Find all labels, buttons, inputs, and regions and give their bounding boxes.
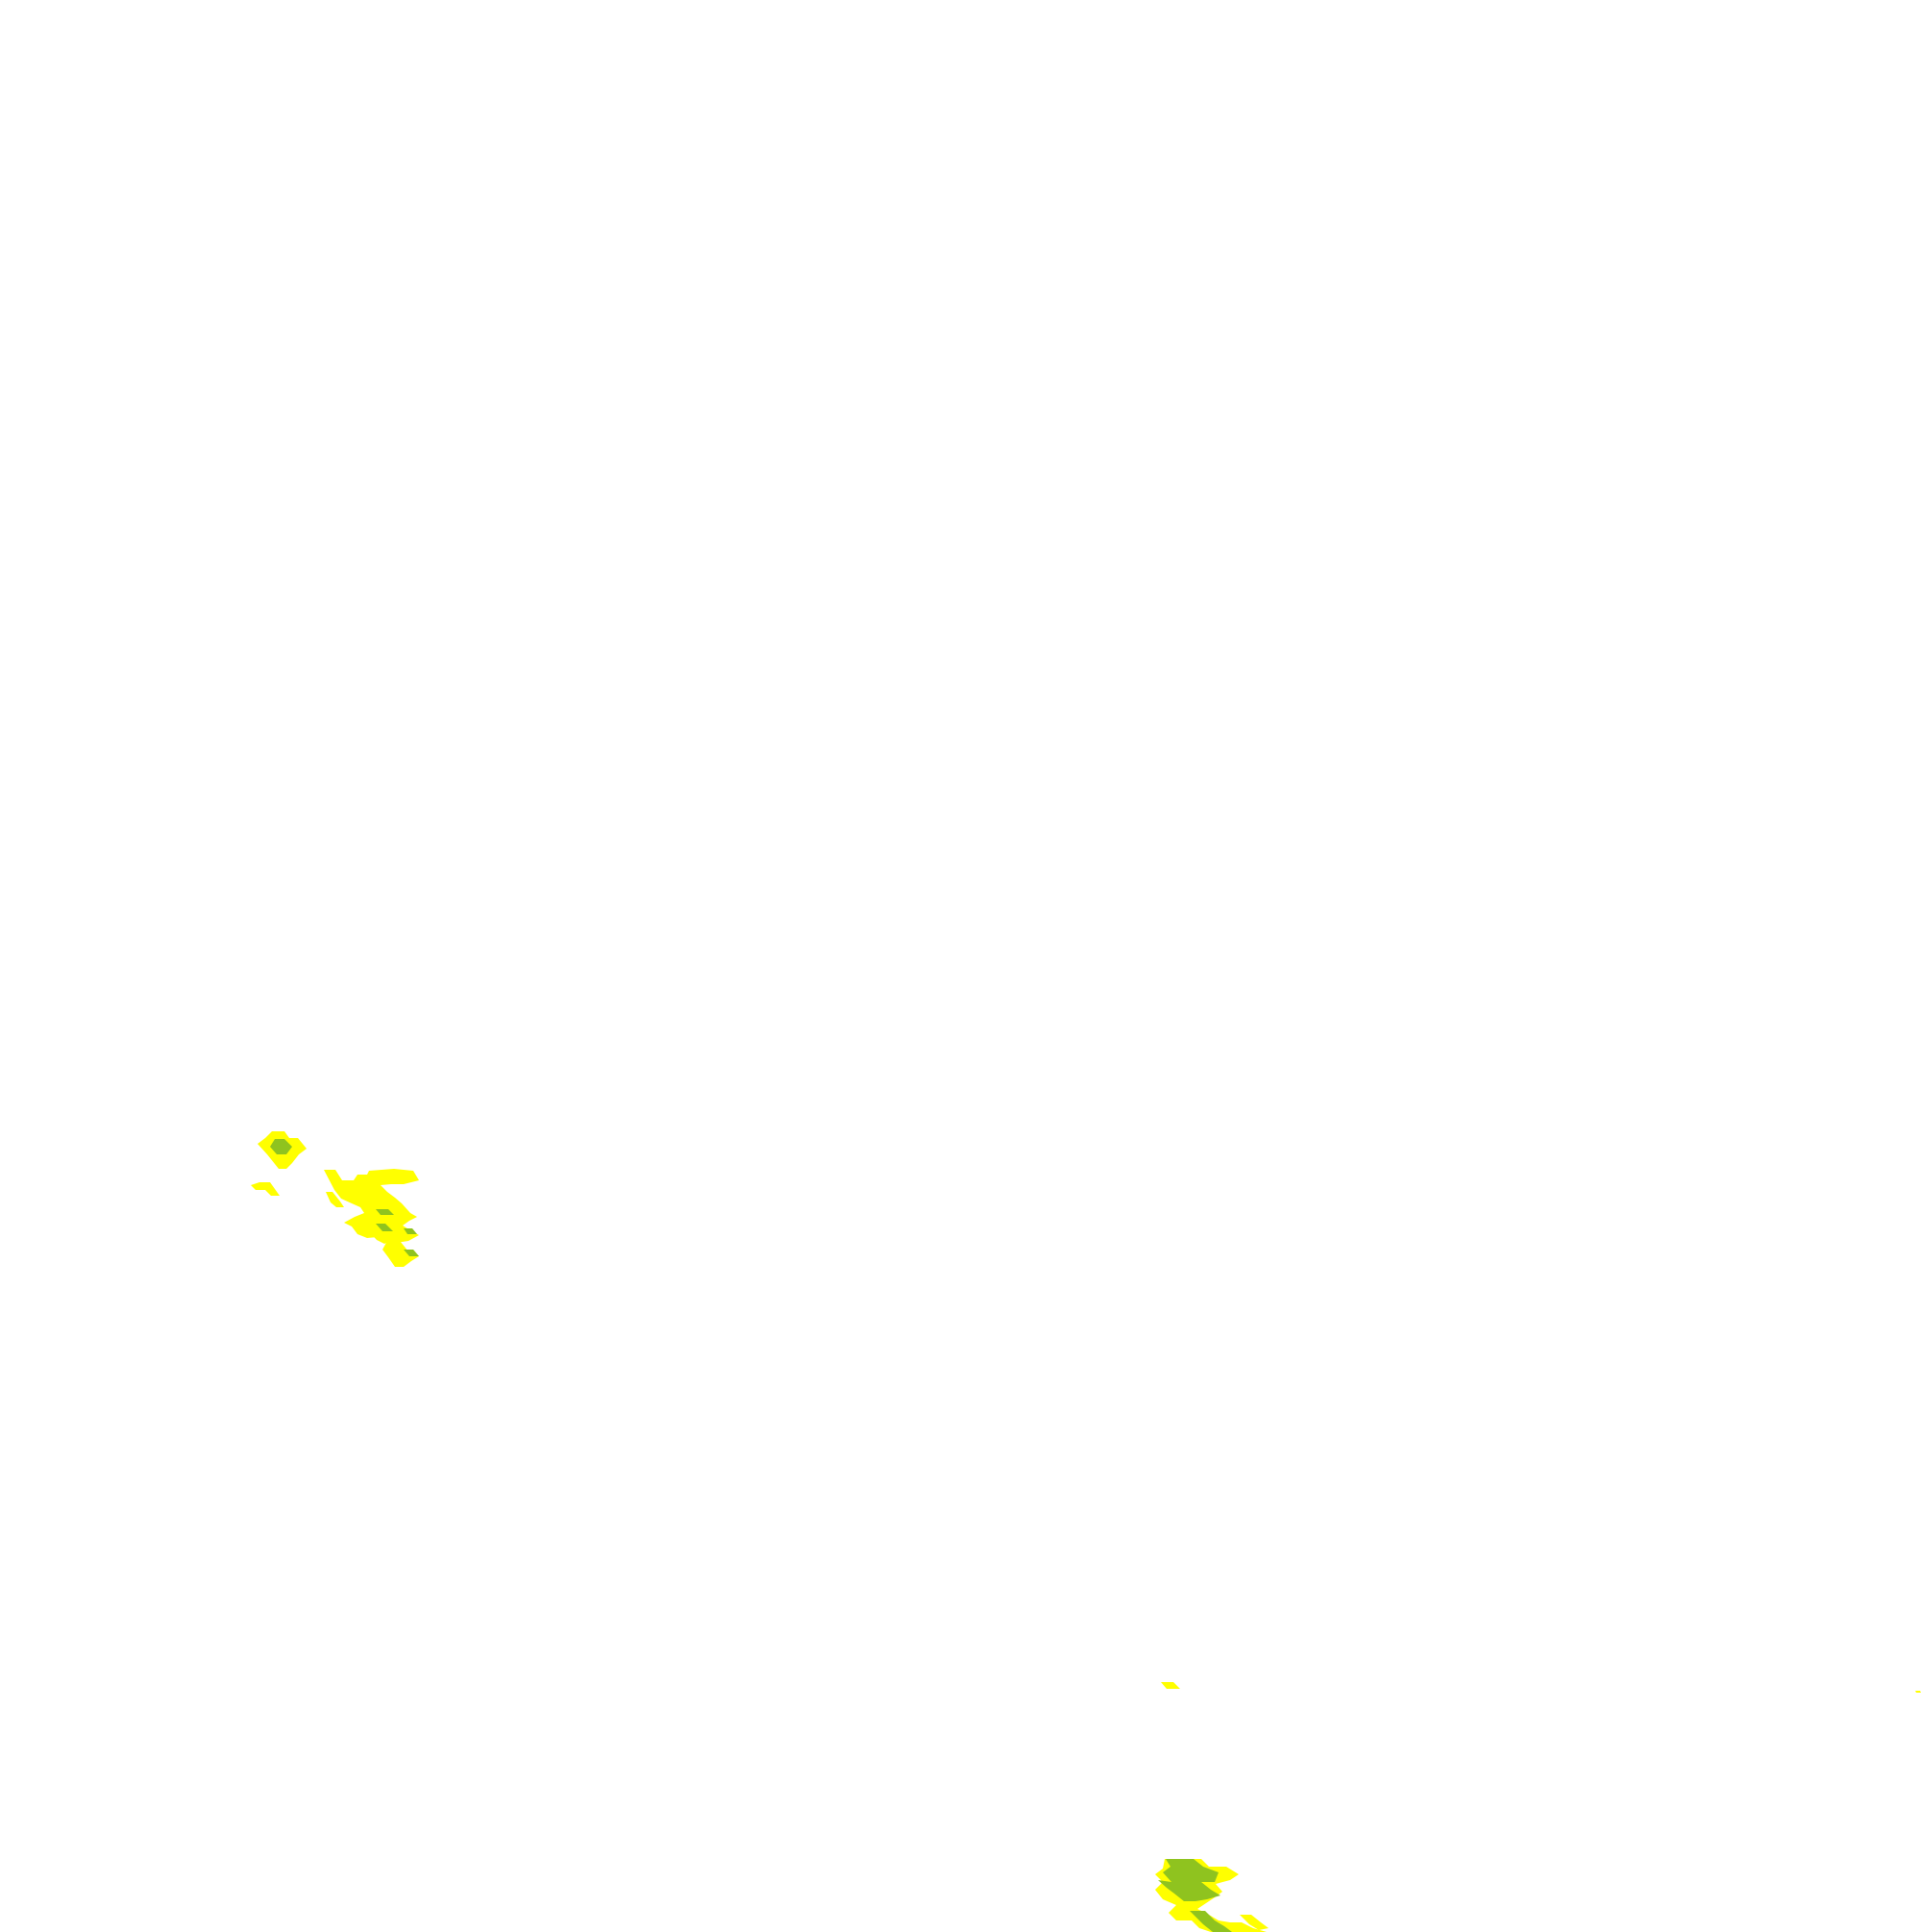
patch-low — [382, 1239, 419, 1267]
patch-low — [251, 1182, 280, 1196]
patch-high — [376, 1224, 393, 1231]
patch-cluster-c — [1161, 1682, 1180, 1689]
patch-high — [1190, 1911, 1232, 1932]
patch-high — [376, 1209, 394, 1215]
patch-cluster-e — [1155, 1859, 1269, 1932]
patch-high — [1158, 1859, 1220, 1901]
patch-low — [1240, 1915, 1269, 1930]
patch-low — [1161, 1682, 1180, 1689]
patch-high — [270, 1139, 292, 1154]
patch-high — [404, 1228, 417, 1234]
patch-low — [1915, 1691, 1921, 1693]
patch-cluster-b — [324, 1169, 419, 1267]
patch-low — [324, 1169, 419, 1243]
patch-low — [360, 1221, 392, 1244]
patch-cluster-a — [251, 1131, 307, 1196]
patch-cluster-d — [1915, 1691, 1921, 1693]
patch-high — [404, 1250, 419, 1256]
patch-low — [326, 1192, 344, 1207]
